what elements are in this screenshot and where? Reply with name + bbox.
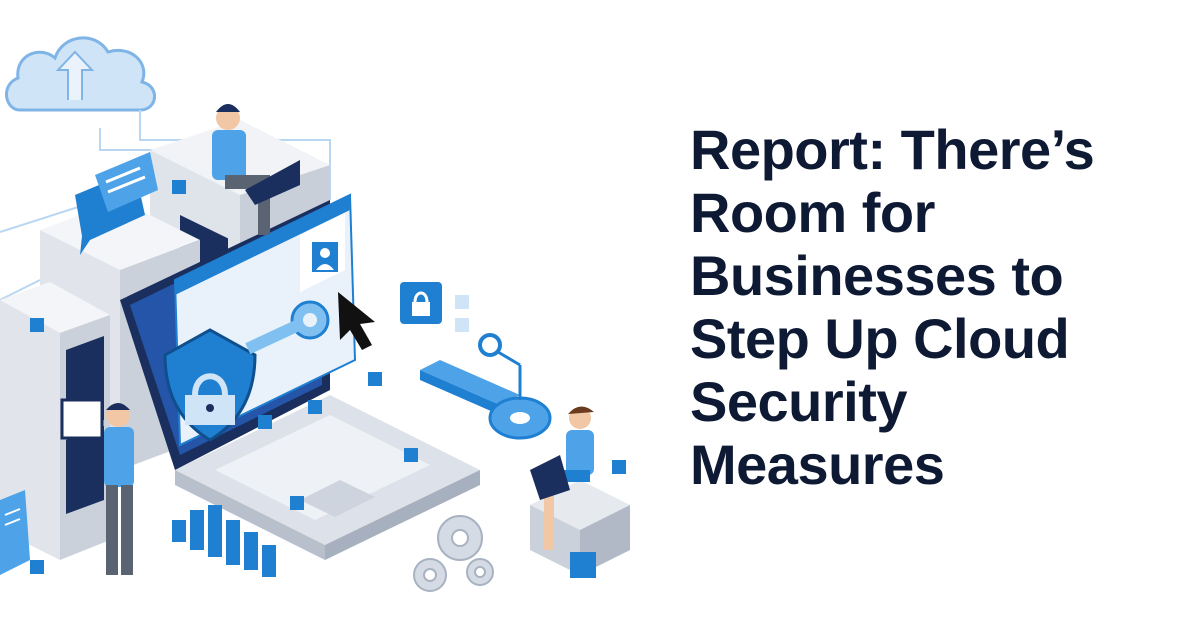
shield-icon [163,328,257,442]
bar-chart-icon [172,505,276,577]
key-icon-large [420,333,552,440]
padlock-icon [400,282,469,332]
title-line: Step Up Cloud [690,307,1070,370]
document-icon [0,490,30,575]
title-line: Room for [690,181,935,244]
cloud-icon [5,36,156,112]
user-profile-icon [312,242,338,272]
title-line: Businesses to [690,244,1064,307]
chat-bubble-icon [75,152,158,255]
person-standing [60,398,134,575]
cursor-arrow-icon [338,292,375,350]
person-woman-laptop [530,406,594,550]
key-icon [245,300,330,355]
title-line: Report: There’s [690,118,1095,181]
person-sitting-laptop [212,104,300,235]
title-line: Security [690,370,908,433]
page-title: Report: There’s Room for Businesses to S… [690,118,1180,496]
title-line: Measures [690,433,945,496]
gear-icon [413,515,494,592]
cloud-security-illustration [0,36,630,592]
decorative-cubes [30,180,626,574]
